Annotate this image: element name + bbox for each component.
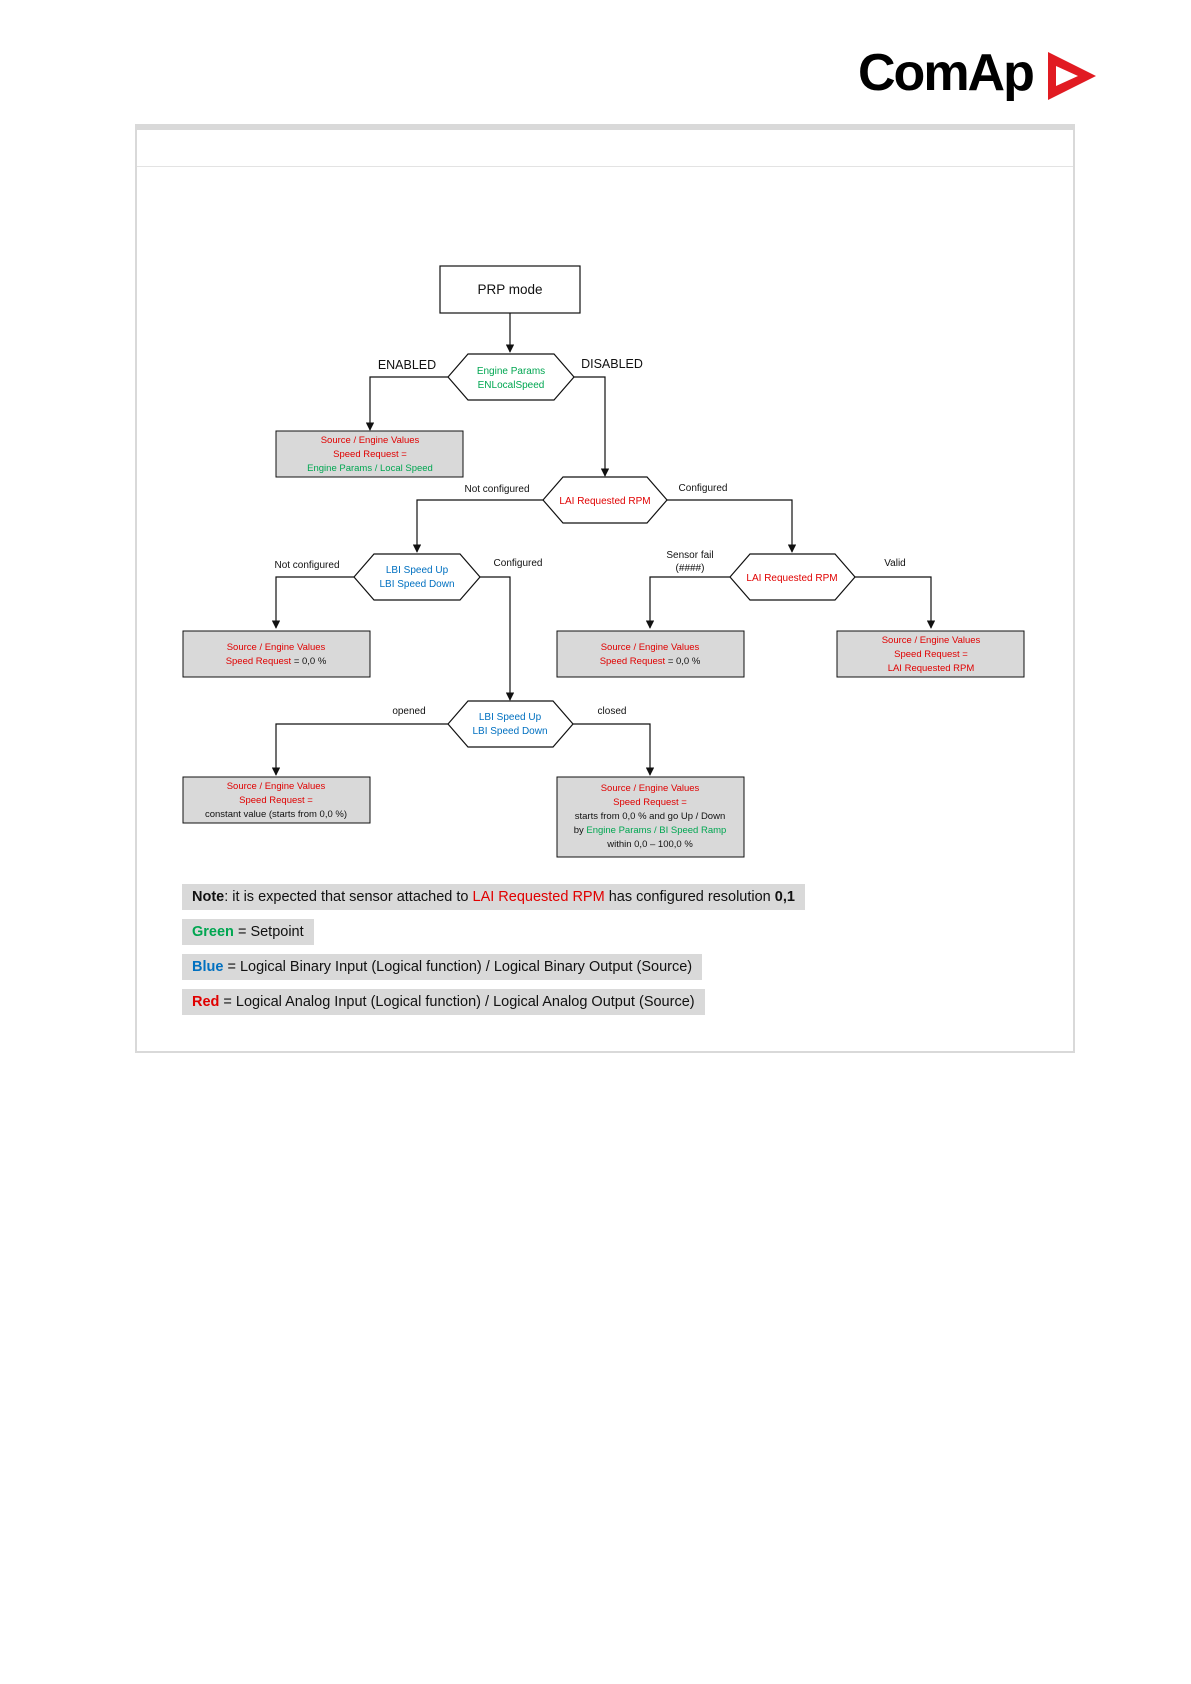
arrow-d1-enabled xyxy=(365,376,448,431)
arrow-d3-not-configured xyxy=(271,576,354,629)
box-speed-lai xyxy=(836,630,1025,678)
arrow-d4-valid xyxy=(855,576,936,629)
legend-green-text: = Setpoint xyxy=(233,924,304,940)
box-local-speed-line3: Engine Params / Local Speed xyxy=(307,463,433,474)
arrow-d5-opened xyxy=(271,723,448,776)
label-d2-configured: Configured xyxy=(679,483,728,494)
box-speed-ramp-line4b: Engine Params / BI Speed Ramp xyxy=(586,825,726,836)
box-speed-lai-line3: LAI Requested RPM xyxy=(888,663,975,674)
label-d3-not-configured: Not configured xyxy=(274,560,339,571)
connector-lines xyxy=(271,313,936,776)
box-speed-zero-2-line1: Source / Engine Values xyxy=(601,642,700,653)
box-speed-lai-line1: Source / Engine Values xyxy=(882,635,981,646)
decision-lbi-speed-1-line2: LBI Speed Down xyxy=(379,579,454,590)
decision-lbi-speed-1 xyxy=(353,553,481,601)
label-d3-configured: Configured xyxy=(494,558,543,569)
legend-blue-text: = Logical Binary Input (Logical function… xyxy=(223,959,693,975)
legend-note-label: Note xyxy=(192,889,225,905)
box-speed-zero-1-line1: Source / Engine Values xyxy=(227,642,326,653)
box-speed-ramp-line1: Source / Engine Values xyxy=(601,783,700,794)
label-sensor-fail: Sensor fail xyxy=(666,550,713,561)
box-speed-zero-1 xyxy=(182,630,371,678)
box-constant-value xyxy=(182,776,371,824)
content-frame xyxy=(135,124,1075,1053)
legend-note-text1: : it is expected that sensor attached to xyxy=(224,889,473,905)
legend-green: Green = Setpoint xyxy=(182,919,314,945)
prp-mode-flowchart: PRP mode Engine Params ENLocalSpeed ENAB… xyxy=(182,265,1025,858)
legend-note: Note: it is expected that sensor attache… xyxy=(182,884,805,910)
label-enabled: ENABLED xyxy=(378,358,436,372)
start-box-label: PRP mode xyxy=(477,282,542,297)
box-speed-zero-1-line2a: Speed Request xyxy=(226,656,292,667)
legend-red: Red = Logical Analog Input (Logical func… xyxy=(182,989,705,1015)
box-constant-value-line3: constant value (starts from 0,0 %) xyxy=(205,809,347,820)
legend-green-word: Green xyxy=(192,924,234,940)
box-speed-ramp-line3: starts from 0,0 % and go Up / Down xyxy=(575,811,725,822)
legend-blue: Blue = Logical Binary Input (Logical fun… xyxy=(182,954,703,980)
decision-lai-requested-rpm-2 xyxy=(729,553,856,601)
box-speed-zero-1-line2: Speed Request = 0,0 % xyxy=(226,656,327,667)
box-local-speed-line2: Speed Request = xyxy=(333,449,407,460)
box-speed-zero-2 xyxy=(556,630,745,678)
arrow-d4-sensor-fail xyxy=(645,576,730,629)
decision-lbi-speed-1-line1: LBI Speed Up xyxy=(386,565,449,576)
box-speed-zero-2-line2a: Speed Request xyxy=(600,656,666,667)
box-speed-zero-2-line2b: = 0,0 % xyxy=(665,656,701,667)
legend-blue-word: Blue xyxy=(192,959,224,975)
comap-logo: ComAp xyxy=(858,44,1096,102)
label-disabled: DISABLED xyxy=(581,357,643,371)
box-constant-value-line1: Source / Engine Values xyxy=(227,781,326,792)
decision-lai-requested-rpm xyxy=(542,476,668,524)
arrow-d5-closed xyxy=(573,723,655,776)
logo-wordmark: ComAp xyxy=(858,44,1033,102)
start-box xyxy=(439,265,581,314)
decision-lbi-speed-2 xyxy=(447,700,574,748)
legend-note-resolution: 0,1 xyxy=(774,889,795,905)
frame-header-rule xyxy=(137,166,1073,167)
box-speed-ramp-line4a: by xyxy=(574,825,587,836)
box-speed-ramp-line5: within 0,0 – 100,0 % xyxy=(606,839,693,850)
decision-lai-requested-rpm-label: LAI Requested RPM xyxy=(559,496,650,507)
label-sensor-fail-code: (####) xyxy=(676,563,705,574)
legend-red-text: = Logical Analog Input (Logical function… xyxy=(219,994,695,1010)
arrow-d1-disabled xyxy=(574,376,610,477)
legend-red-word: Red xyxy=(192,994,220,1010)
box-speed-ramp-line4: by Engine Params / BI Speed Ramp xyxy=(574,825,727,836)
box-speed-lai-line2: Speed Request = xyxy=(894,649,968,660)
label-d2-not-configured: Not configured xyxy=(464,484,529,495)
label-closed: closed xyxy=(598,706,627,717)
arrow-d2-configured xyxy=(667,499,797,553)
decision-lai-requested-rpm-2-label: LAI Requested RPM xyxy=(746,573,837,584)
box-constant-value-line2: Speed Request = xyxy=(239,795,313,806)
label-opened: opened xyxy=(392,706,425,717)
decision-lbi-speed-2-line1: LBI Speed Up xyxy=(479,712,542,723)
box-speed-zero-1-line2b: = 0,0 % xyxy=(291,656,327,667)
legend-note-lai: LAI Requested RPM xyxy=(472,889,605,905)
label-valid: Valid xyxy=(884,558,906,569)
arrow-d3-configured xyxy=(480,576,515,701)
legend-note-text3: has configured resolution xyxy=(604,889,775,905)
decision-engine-params-line1: Engine Params xyxy=(477,366,545,377)
box-local-speed-line1: Source / Engine Values xyxy=(321,435,420,446)
box-speed-ramp xyxy=(556,776,745,858)
logo-mark-icon xyxy=(1048,52,1096,100)
box-speed-ramp-line2: Speed Request = xyxy=(613,797,687,808)
box-local-speed xyxy=(275,430,464,478)
arrow-d2-not-configured xyxy=(412,499,543,553)
box-speed-zero-2-line2: Speed Request = 0,0 % xyxy=(600,656,701,667)
decision-engine-params-line2: ENLocalSpeed xyxy=(478,380,545,391)
decision-lbi-speed-2-line2: LBI Speed Down xyxy=(472,726,547,737)
decision-engine-params xyxy=(447,353,575,401)
